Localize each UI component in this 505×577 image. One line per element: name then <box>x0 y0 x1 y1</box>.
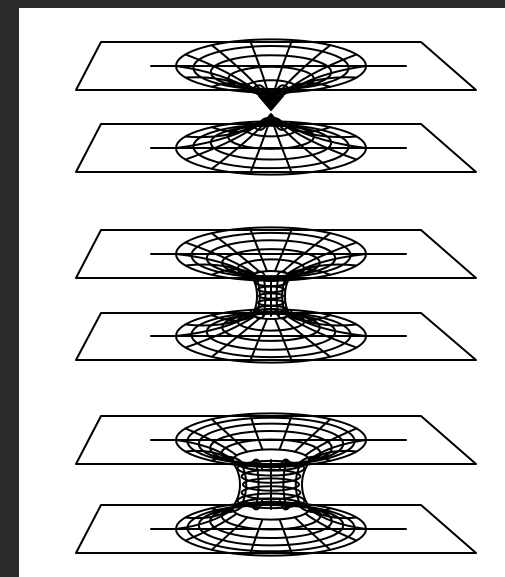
left-border <box>0 0 19 577</box>
cusp-upper <box>259 96 283 110</box>
panel-pinch <box>76 39 476 174</box>
top-border <box>0 0 505 8</box>
panel-wide-throat <box>76 413 476 555</box>
diagram-canvas <box>19 8 505 577</box>
panel-narrow-throat <box>76 227 476 362</box>
diagram-svg <box>19 8 505 577</box>
